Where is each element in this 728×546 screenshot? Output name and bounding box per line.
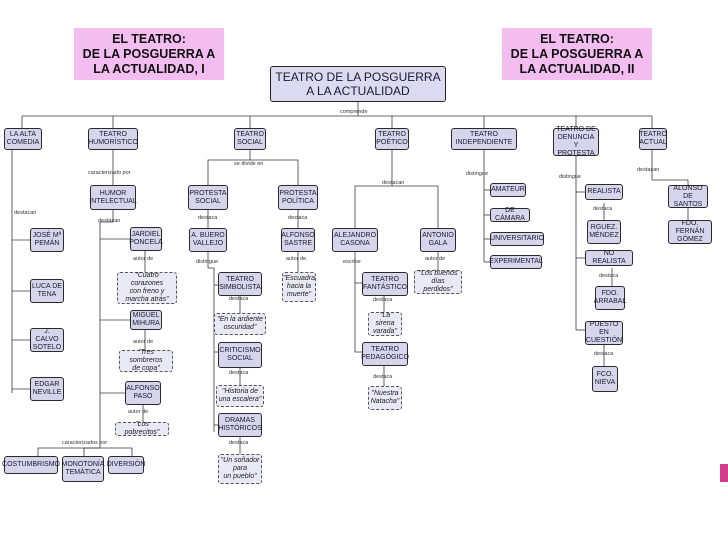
label-destaca-social: destaca [198, 215, 218, 221]
title-right: EL TEATRO: DE LA POSGUERRA A LA ACTUALID… [502, 28, 652, 80]
label-destacan-actual: destacan [637, 167, 660, 173]
label-distingue-independiente: distingue [466, 171, 489, 177]
node-teatro-poetico: TEATRO POÉTICO [375, 128, 409, 150]
node-la-alta-comedia: LA ALTA COMEDIA [4, 128, 42, 150]
node-fco-nieva: FCO. NIEVA [592, 366, 618, 392]
label-destacan-poetico: destacan [382, 180, 405, 186]
label-autor-de-gala: autor de [425, 256, 446, 262]
node-en-la-ardiente: "En la ardiente oscuridad" [214, 313, 266, 335]
node-no-realista: NO REALISTA [585, 250, 633, 266]
node-antonio-gala: ANTONIO GALA [420, 228, 456, 252]
node-miguel-mihura: MIGUEL MIHURA [130, 310, 162, 330]
node-teatro-fantastico: TEATRO FANTÁSTICO [362, 272, 408, 296]
node-edgar-neville: EDGAR NEVILLE [30, 377, 64, 401]
node-un-sonador: "Un soñador para un pueblo" [218, 454, 262, 484]
node-jose-ma-peman: JOSÉ Mª PEMÁN [30, 228, 64, 252]
title-left: EL TEATRO: DE LA POSGUERRA A LA ACTUALID… [74, 28, 224, 80]
node-la-sirena-varada: "La sirena varada" [368, 312, 402, 336]
node-teatro-social: TEATRO SOCIAL [234, 128, 266, 150]
root-node: TEATRO DE LA POSGUERRA A LA ACTUALIDAD [270, 66, 446, 102]
node-realista: REALISTA [585, 184, 623, 200]
node-jardiel-poncela: JARDIEL PONCELA [129, 227, 163, 251]
label-destaca-puesto: destaca [594, 351, 614, 357]
node-teatro-pedagogico: TEATRO PEDAGÓGICO [361, 342, 409, 366]
label-destaca-no-realista: destaca [599, 273, 619, 279]
label-autor-de-paso: autor de [128, 409, 149, 415]
label-se-divide-en: se divide en [234, 161, 264, 167]
label-escribe: escribe [343, 259, 361, 265]
label-comprende: comprende [340, 109, 368, 115]
label-destaca-simbolista: destaca [229, 296, 249, 302]
node-protesta-politica: PROTESTA POLÍTICA [278, 185, 318, 210]
node-los-pobrecitos: "Los pobrecitos" [115, 421, 169, 436]
label-destacan-humor: destacan [98, 218, 121, 224]
node-teatro-simbolista: TEATRO SIMBOLISTA [218, 272, 262, 296]
node-nuestra-natacha: "Nuestra Natacha" [368, 386, 402, 410]
label-destaca-realista: destaca [593, 206, 613, 212]
node-fdo-fernan-gomez: FDO. FERNÁN GÓMEZ [668, 220, 712, 244]
node-fdo-arrabal: FDO. ARRABAL [594, 286, 626, 310]
node-teatro-actual: TEATRO ACTUAL [639, 128, 667, 150]
node-dramas-historicos: DRAMAS HISTÓRICOS [218, 413, 262, 437]
node-tres-sombreros: "Tres sombreros de copa" [119, 349, 173, 372]
label-autor-de-sastre: autor de [286, 256, 307, 262]
node-diversion: DIVERSIÓN [107, 456, 145, 474]
label-destaca-criticismo: destaca [229, 370, 249, 376]
label-caracterizado-por: caracterizado por [88, 170, 131, 176]
node-calvo-sotelo: J. CALVO SOTELO [30, 328, 64, 352]
node-costumbrismo: COSTUMBRISMO [2, 456, 60, 474]
label-distingue-buero: distingue [196, 259, 219, 265]
node-alonso-de-santos: ALONSO DE SANTOS [668, 185, 708, 208]
node-experimental: EXPERIMENTAL [489, 255, 543, 269]
node-cuatro-corazones: "Cuatro corazones con freno y marcha atr… [117, 272, 177, 304]
node-teatro-humoristico: TEATRO HUMORÍSTICO [88, 128, 138, 150]
label-distingue-denuncia: distingue [559, 174, 582, 180]
node-escuadra: "Escuadra hacia la muerte" [282, 272, 316, 302]
label-destaca-pedagogico: destaca [373, 374, 393, 380]
label-autor-de-mihura: autor de [133, 339, 154, 345]
node-puesto-en-cuestion: PUESTO EN CUESTIÓN [585, 321, 623, 345]
node-historia-escalera: "Historia de una escalera" [216, 385, 264, 407]
node-humor-intelectual: HUMOR INTELECTUAL [89, 185, 137, 210]
node-teatro-independiente: TEATRO INDEPENDIENTE [451, 128, 517, 150]
node-a-buero-vallejo: A. BUERO VALLEJO [189, 228, 227, 252]
label-autor-de-jardiel: autor de [133, 256, 154, 262]
accent-mark [720, 464, 728, 482]
node-de-camara: DE CÁMARA [490, 207, 530, 222]
node-alfonso-paso: ALFONSO PASO [125, 381, 161, 405]
label-destaca-dramas: destaca [229, 440, 249, 446]
node-protesta-social: PROTESTA SOCIAL [188, 185, 228, 210]
node-alfonso-sastre: ALFONSO SASTRE [281, 228, 315, 252]
node-monotonia-tematica: MONOTONÍA TEMÁTICA [61, 456, 105, 482]
node-universitario: UNIVERSITARIO [490, 232, 544, 246]
node-criticismo-social: CRITICISMO SOCIAL [218, 342, 262, 368]
node-alejandro-casona: ALEJANDRO CASONA [332, 228, 378, 252]
label-destaca-politica: destaca [288, 215, 308, 221]
node-rguez-mendez: RGUEZ. MÉNDEZ [587, 220, 621, 244]
label-destaca-fantastico: destaca [373, 297, 393, 303]
node-luca-de-tena: LUCA DE TENA [30, 279, 64, 303]
label-destacan-comedia: destacan [14, 210, 37, 216]
node-amateur: AMATEUR [490, 183, 526, 197]
node-los-buenos-dias: "Los buenos días perdidos" [414, 270, 462, 294]
node-teatro-denuncia: TEATRO DE DENUNCIA Y PROTESTA [553, 126, 599, 157]
label-caracterizados-por: caracterizados por [62, 440, 108, 446]
